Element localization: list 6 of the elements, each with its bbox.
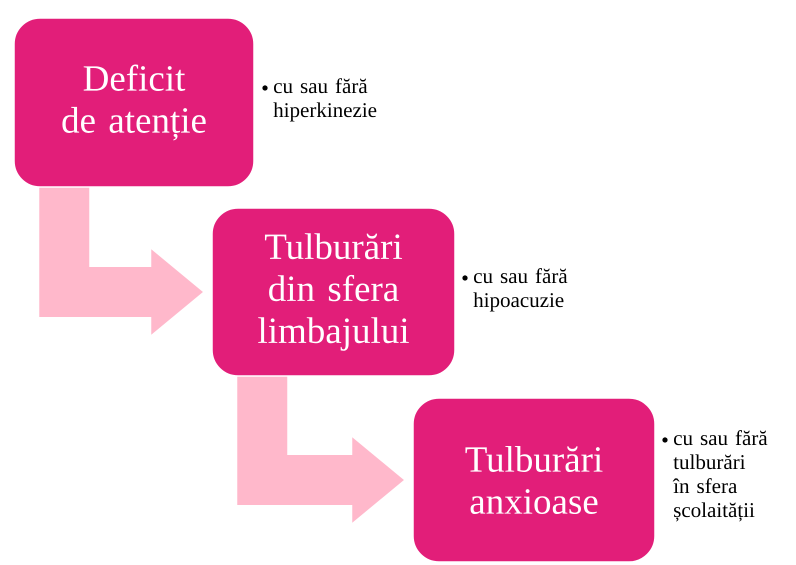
note-text: cu sau fără hipoacuzie bbox=[473, 268, 568, 312]
process-box: Tulburări anxioase bbox=[412, 397, 656, 563]
note-text: cu sau fără hiperkinezie bbox=[273, 78, 376, 122]
process-box: Deficit de atenție bbox=[13, 17, 255, 188]
process-box: Tulburări din sfera limbajului bbox=[211, 207, 456, 377]
note-text: cu sau fără tulburări în sfera școlaității bbox=[672, 430, 768, 522]
